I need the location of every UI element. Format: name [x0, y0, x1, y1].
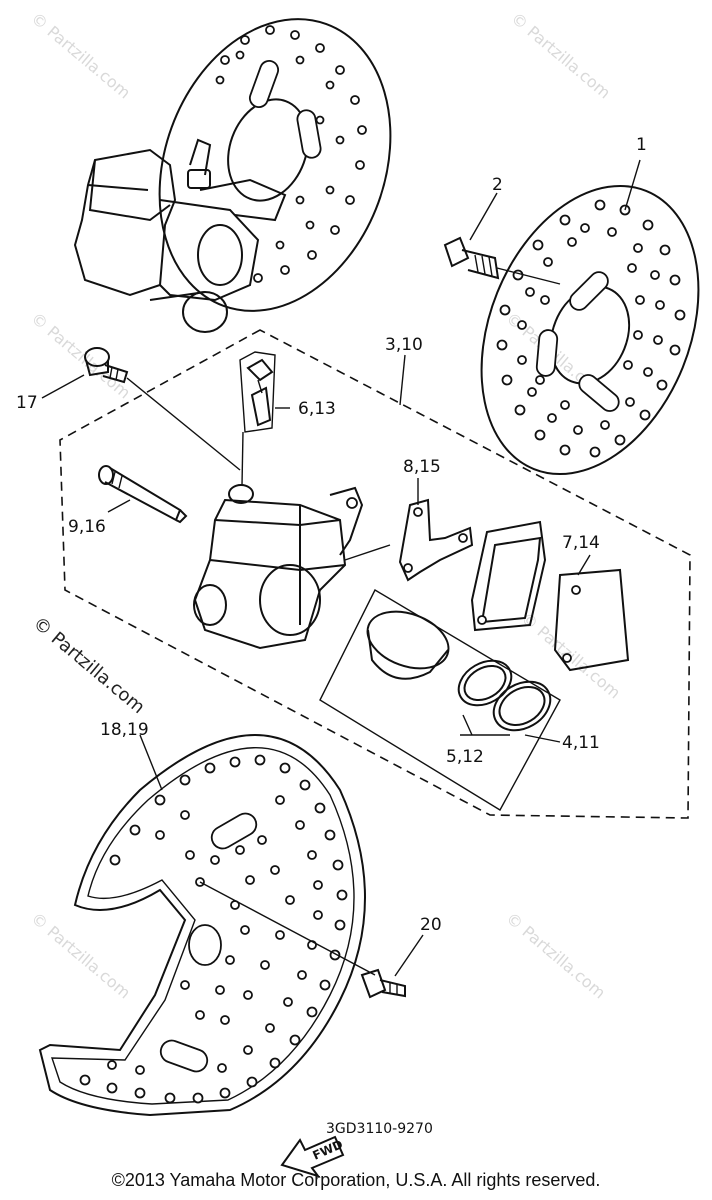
- callout-17: 17: [16, 393, 38, 413]
- part-6-13-bleed-screw: [239, 351, 276, 486]
- callout-3-10: 3,10: [385, 335, 423, 355]
- watermark-top-right: © Partzilla.com: [507, 9, 614, 103]
- part-1-disc-holes: [496, 199, 686, 458]
- part-18-19-disc-cover: [38, 734, 376, 1117]
- caliper-body: [193, 484, 391, 650]
- overview-assembly: [73, 18, 392, 333]
- assembly-outline: [59, 329, 691, 819]
- part-8-15-spring-plate: [398, 498, 474, 582]
- callout-8-15: 8,15: [403, 457, 441, 477]
- watermark-mid-left: © Partzilla.com: [27, 309, 134, 403]
- watermark-overlay: © Partzilla.com: [29, 613, 149, 718]
- diagram-code: 3GD3110-9270: [326, 1121, 433, 1137]
- callout-7-14: 7,14: [562, 533, 600, 553]
- callouts: 1 2 3,10 17 6,13 8,15 9,16 7,14 18,19 4,…: [16, 135, 647, 1137]
- callout-1: 1: [636, 135, 647, 155]
- part-18-19-cover-holes: [79, 754, 348, 1104]
- leader-lines: [41, 159, 641, 977]
- callout-4-11: 4,11: [562, 733, 600, 753]
- part-7-14-brake-pads: [470, 520, 630, 672]
- callout-9-16: 9,16: [68, 517, 106, 537]
- watermark-group: © Partzilla.com © Partzilla.com © Partzi…: [27, 9, 624, 1003]
- watermark-low-left: © Partzilla.com: [27, 909, 134, 1003]
- watermark-low-right: © Partzilla.com: [502, 909, 609, 1003]
- callout-6-13: 6,13: [298, 399, 336, 419]
- callout-20: 20: [420, 915, 442, 935]
- part-2-bolt: [443, 236, 561, 285]
- callout-2: 2: [492, 175, 503, 195]
- overview-disc-holes: [215, 25, 367, 283]
- callout-5-12: 5,12: [446, 747, 484, 767]
- part-17-bolt: [84, 347, 241, 471]
- piston-and-seals: [319, 589, 561, 811]
- part-20-bolt: [360, 968, 406, 999]
- watermark-top-left: © Partzilla.com: [27, 9, 134, 103]
- part-9-16-pin: [98, 465, 188, 524]
- part-1-brake-disc: [480, 184, 700, 476]
- copyright-notice: ©2013 Yamaha Motor Corporation, U.S.A. A…: [111, 1170, 601, 1190]
- callout-18-19: 18,19: [100, 720, 149, 740]
